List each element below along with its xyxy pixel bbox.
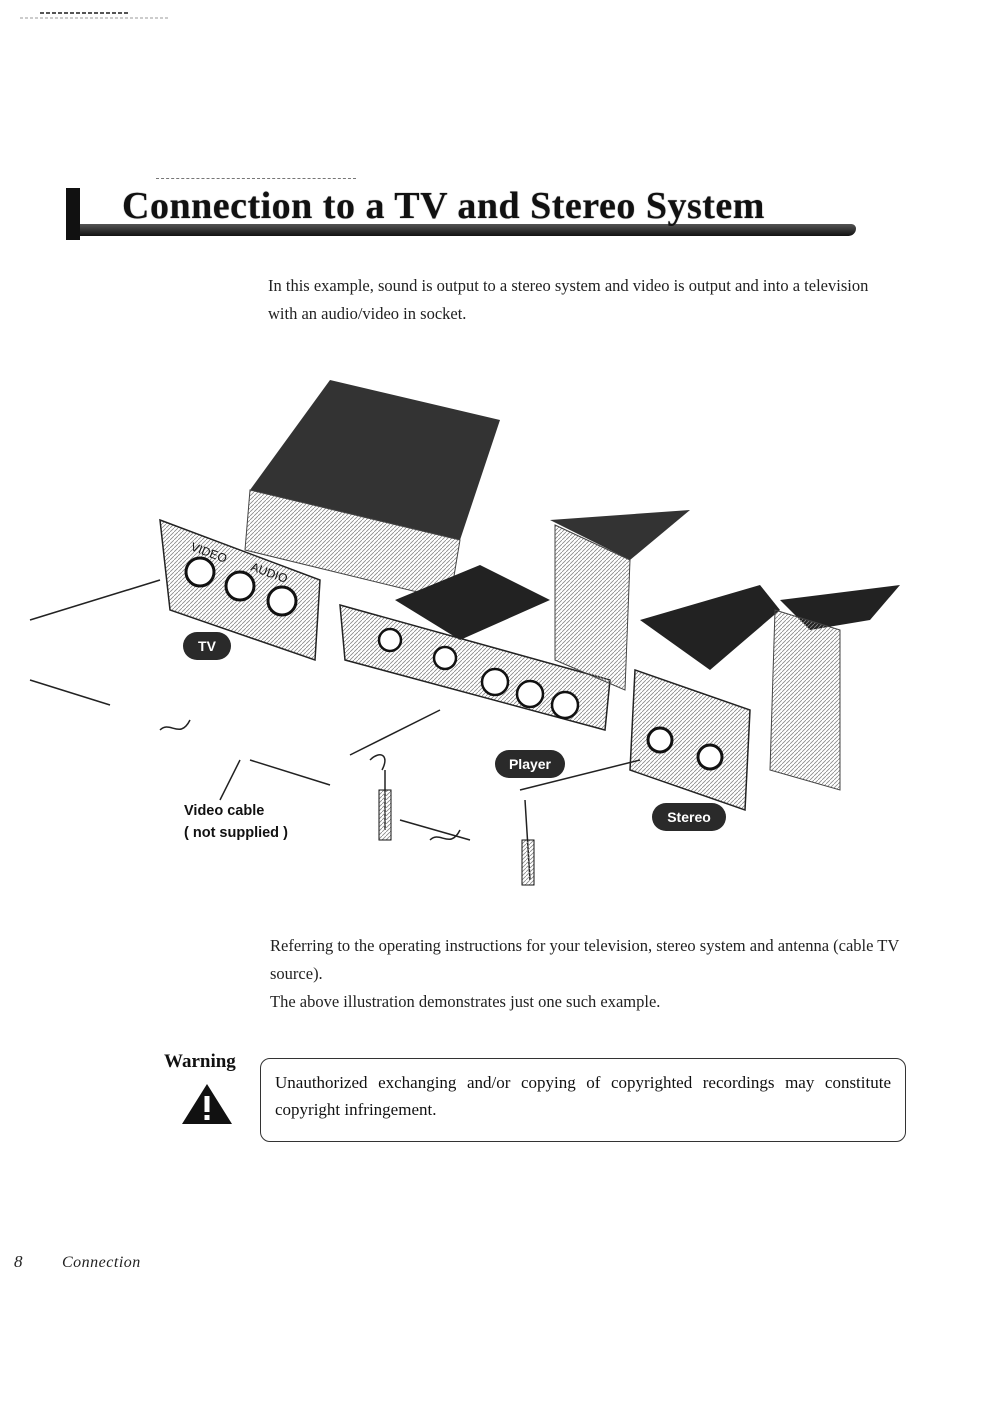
cables [29, 579, 641, 881]
connection-illustration: VIDEO AUDIO [10, 360, 910, 910]
warning-box: Unauthorized exchanging and/or copying o… [260, 1058, 906, 1142]
player-unit [339, 565, 611, 731]
video-cable-line2: ( not supplied ) [184, 825, 288, 841]
body-line-2: The above illustration demonstrates just… [270, 992, 661, 1011]
plug [521, 839, 535, 886]
scan-mark [20, 12, 170, 19]
intro-paragraph: In this example, sound is output to a st… [268, 276, 869, 323]
video-cable-line1: Video cable [184, 803, 265, 819]
title-underline [80, 224, 856, 236]
plug [378, 789, 392, 841]
video-cable-label: Video cable ( not supplied ) [184, 800, 288, 844]
page-title: Connection to a TV and Stereo System [122, 185, 765, 227]
connection-diagram: VIDEO AUDIO [29, 380, 900, 886]
tv-unit: VIDEO AUDIO [159, 380, 500, 662]
tv-badge: TV [183, 632, 231, 660]
stereo-badge: Stereo [652, 803, 726, 831]
warning-icon [182, 1084, 232, 1124]
warning-text: Unauthorized exchanging and/or copying o… [275, 1073, 891, 1119]
page-number: 8 [14, 1252, 23, 1271]
player-badge: Player [495, 750, 565, 778]
footer-section: Connection [62, 1254, 141, 1271]
title-bar [66, 188, 80, 240]
warning-label: Warning [164, 1051, 236, 1072]
stereo-unit [550, 510, 900, 812]
title-dots [156, 178, 356, 179]
body-line-1: Referring to the operating instructions … [270, 936, 899, 983]
section-title: Connection to a TV and Stereo System [66, 178, 866, 248]
body-paragraph: Referring to the operating instructions … [270, 932, 910, 1016]
